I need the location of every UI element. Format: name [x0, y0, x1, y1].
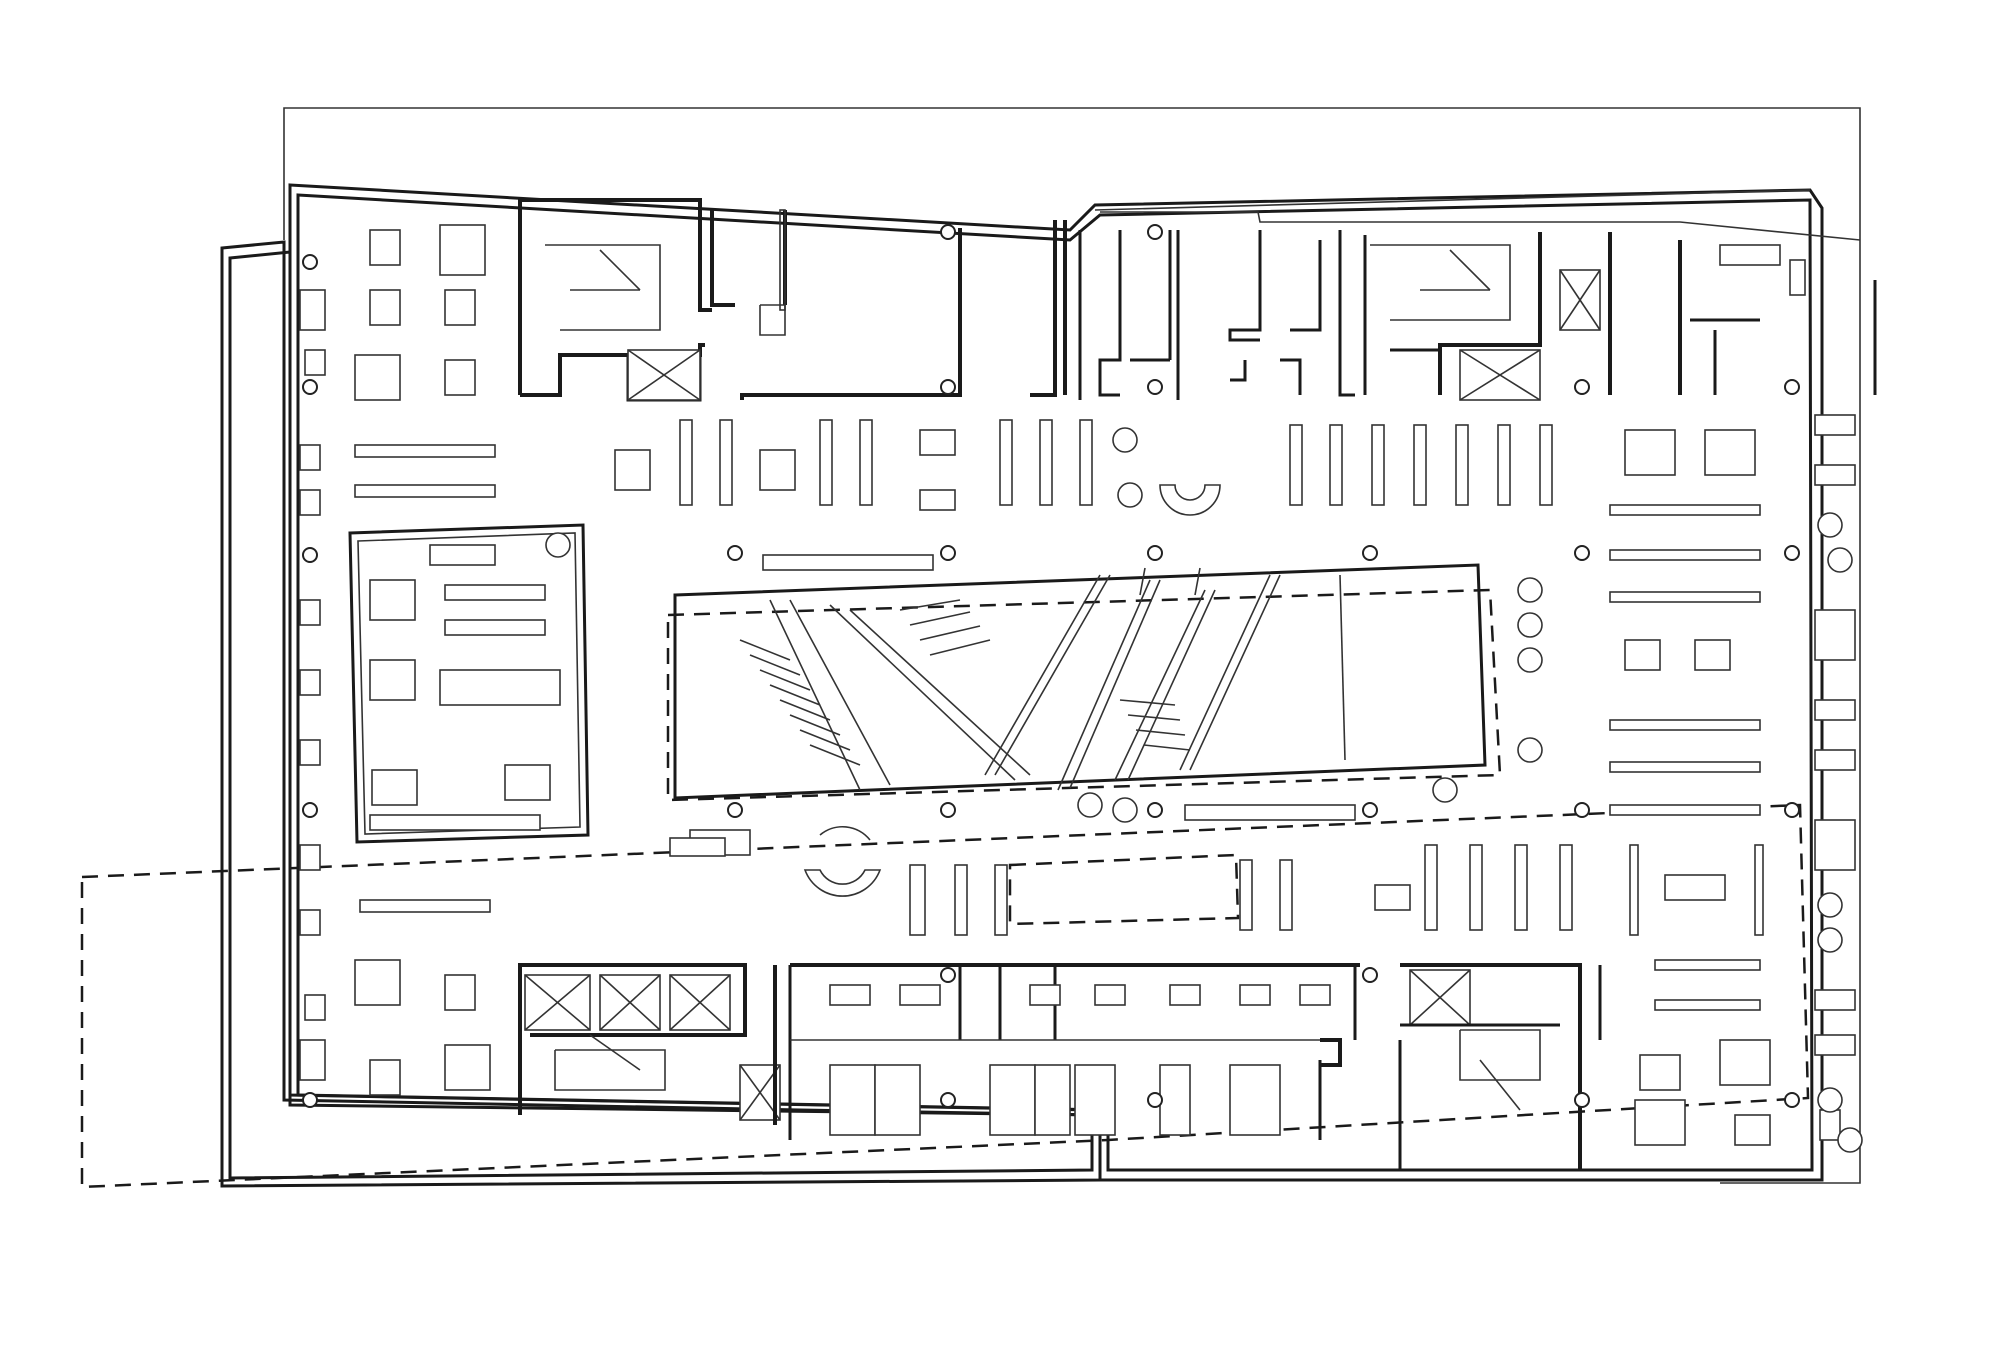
bottom-core: [518, 963, 1602, 1170]
top-core: [518, 198, 1877, 402]
workstations: [829, 244, 1806, 1136]
round-seats: [545, 427, 1863, 1153]
stair-right: [1119, 699, 1191, 751]
reception-desks: [669, 484, 1221, 897]
lounge-chairs: [299, 224, 1856, 1146]
tables: [369, 229, 1841, 1146]
left-room: [348, 523, 590, 844]
right-furniture: [299, 414, 1856, 1056]
columns: [302, 224, 1800, 1108]
atrium: [673, 563, 1487, 800]
stair-left: [739, 639, 861, 766]
stair-center: [899, 599, 991, 656]
elevators-top: [627, 209, 1601, 401]
dashed-outline: [80, 588, 1810, 1189]
shelves: [354, 419, 1764, 1011]
